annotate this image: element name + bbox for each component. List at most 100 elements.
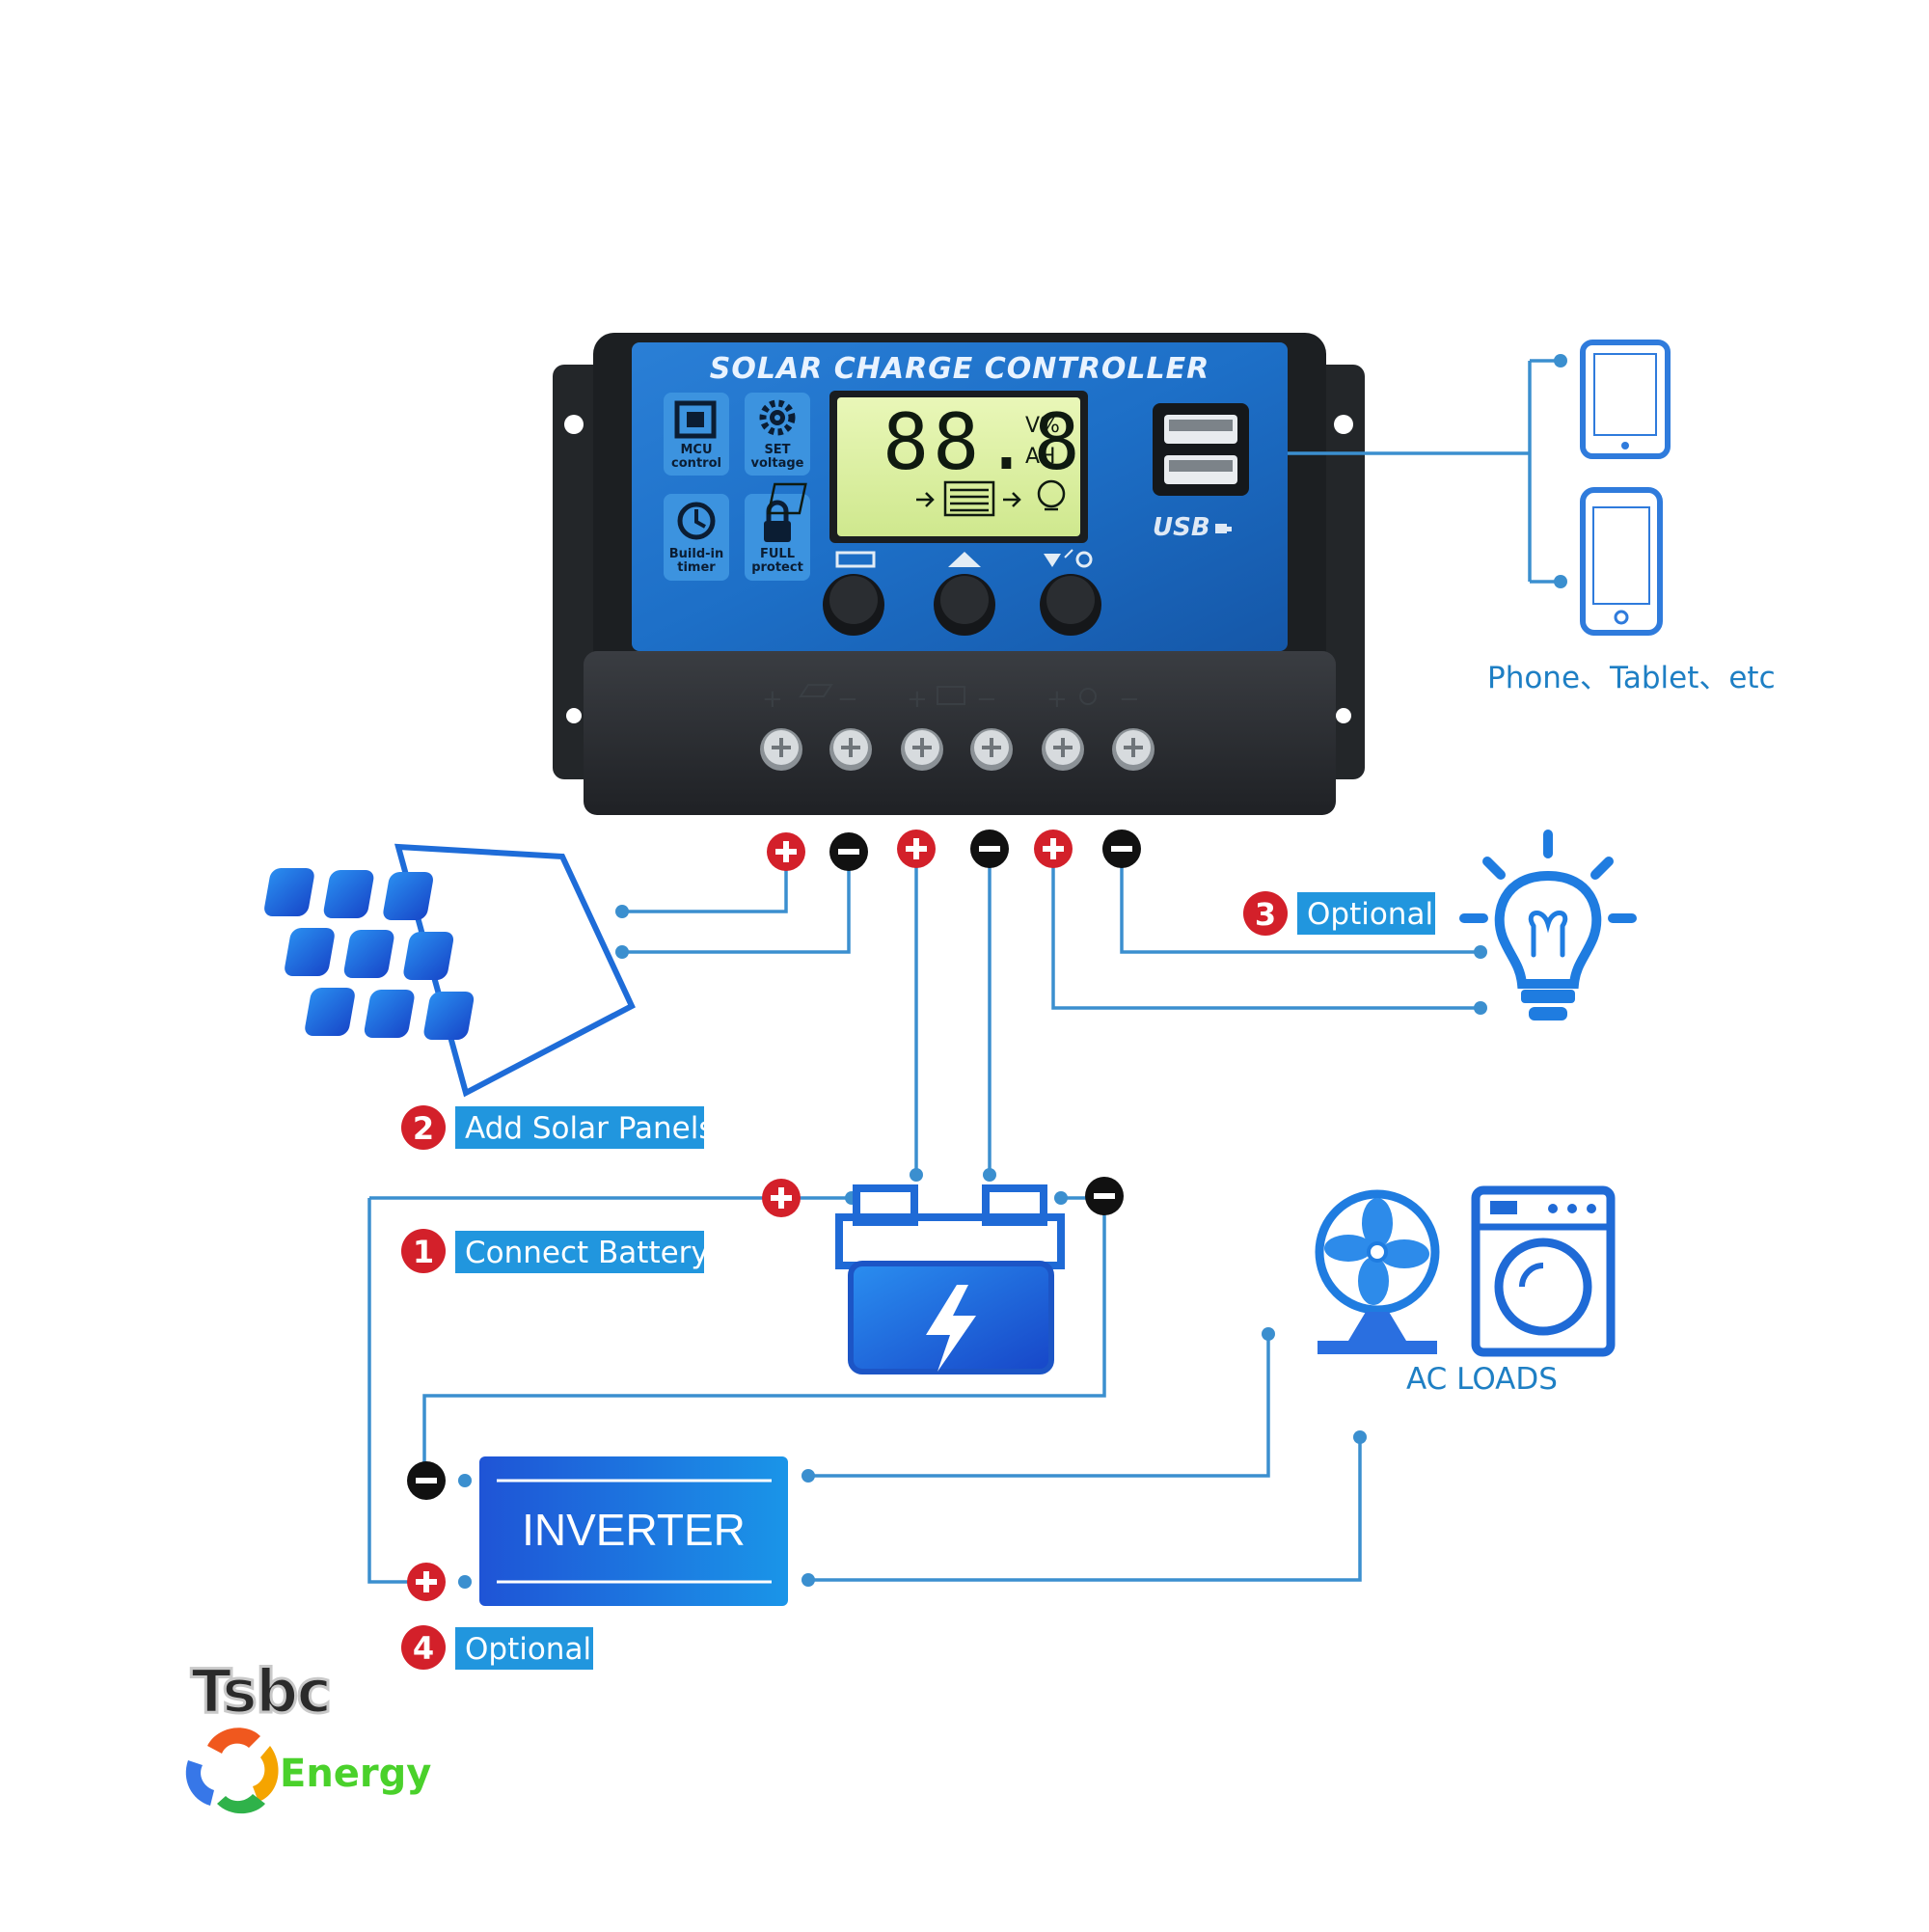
negative-terminal-icon [407, 1461, 446, 1500]
step-label: Optional [465, 1632, 591, 1667]
step-1-tag: 1 Connect Battery [401, 1229, 709, 1273]
mount-hole [1336, 708, 1351, 723]
negative-terminal-icon [1102, 830, 1141, 868]
feature-label: control [671, 456, 721, 471]
clock-icon [677, 502, 716, 540]
feature-label: protect [751, 560, 803, 575]
inverter-label: INVERTER [522, 1505, 746, 1555]
terminal-screw[interactable] [1112, 728, 1155, 771]
lcd-panel-icon [767, 482, 807, 515]
svg-text:−: − [976, 685, 997, 714]
feature-mcu-control: MCU control [664, 393, 729, 476]
feature-label: voltage [751, 456, 804, 471]
solar-charge-controller: SOLAR CHARGE CONTROLLER MCU control SET … [553, 333, 1365, 815]
negative-terminal-icon [1085, 1177, 1124, 1215]
solar-cell [323, 870, 374, 918]
step-2-tag: 2 Add Solar Panels [401, 1105, 715, 1150]
terminal-screw[interactable] [760, 728, 802, 771]
fan-icon [1315, 1189, 1440, 1354]
feature-label: MCU [680, 443, 712, 457]
polarity-markers [407, 830, 1141, 1601]
ac-loads-label: AC LOADS [1406, 1362, 1558, 1397]
solar-cell [264, 868, 314, 916]
mount-hole [564, 415, 584, 434]
step-number: 4 [413, 1630, 434, 1667]
solar-cell [364, 990, 415, 1038]
svg-text:+: + [762, 685, 783, 714]
svg-text:+: + [907, 685, 928, 714]
step-3-tag: 3 Optional [1243, 891, 1435, 936]
terminal-labels: + − + − + − [762, 684, 1140, 714]
step-label: Optional [1307, 897, 1433, 932]
wires [367, 354, 1567, 1589]
inverter: INVERTER [479, 1456, 788, 1606]
lcd-battery-icon [943, 480, 995, 517]
feature-label: Build-in [669, 547, 724, 561]
solar-cell [383, 872, 433, 920]
chip-icon [674, 400, 717, 439]
usb-plug-icon [1215, 524, 1232, 533]
bulb-small-icon [1079, 688, 1097, 705]
battery-small-icon [937, 686, 965, 705]
solar-cell [285, 928, 335, 976]
feature-set-voltage: SET voltage [745, 393, 810, 476]
panel-small-icon [799, 684, 833, 697]
feature-label: SET [764, 443, 790, 457]
positive-terminal-icon [1034, 830, 1073, 868]
solar-cell [423, 992, 475, 1040]
gear-icon [759, 399, 796, 436]
bulb-icon [1459, 830, 1637, 1020]
terminal-screw[interactable] [970, 728, 1013, 771]
lcd-flow-icons [767, 479, 1066, 517]
negative-terminal-icon [970, 830, 1009, 868]
lcd-unit-bottom: AH [1025, 445, 1056, 469]
positive-terminal-icon [407, 1563, 446, 1601]
mount-hole [1334, 415, 1353, 434]
menu-icon [835, 551, 876, 568]
terminal-screw[interactable] [901, 728, 943, 771]
solar-cell [305, 988, 355, 1036]
positive-terminal-icon [762, 1179, 801, 1217]
negative-terminal-icon [829, 832, 868, 871]
up-arrow-icon [948, 552, 981, 567]
step-number: 3 [1255, 896, 1276, 933]
controller-title: SOLAR CHARGE CONTROLLER [710, 352, 1210, 386]
bulb-small-icon [1075, 551, 1093, 568]
step-number: 2 [413, 1110, 434, 1147]
step-4-tag: 4 Optional [401, 1625, 593, 1670]
solar-panel-icon [264, 843, 636, 1098]
step-number: 1 [413, 1234, 434, 1270]
washing-machine-icon [1471, 1185, 1616, 1357]
logo-swirl-icon [185, 1728, 279, 1814]
feature-build-in-timer: Build-in timer [664, 494, 729, 581]
logo-energy: Energy [280, 1752, 431, 1796]
positive-terminal-icon [767, 832, 805, 871]
terminal-screw[interactable] [829, 728, 872, 771]
lcd-arrow-icon [916, 492, 935, 507]
brand-logo: Tsbc Energy [185, 1655, 431, 1814]
button-menu[interactable] [823, 551, 884, 636]
devices-caption: Phone、Tablet、etc [1487, 661, 1776, 695]
lcd-display: 88.8 V% AH [767, 391, 1088, 543]
feature-label: timer [677, 560, 716, 575]
tablet-icon [1580, 340, 1671, 459]
phone-icon [1580, 487, 1663, 636]
lcd-bulb-icon [1037, 479, 1066, 508]
lcd-unit-top: V% [1025, 414, 1060, 438]
button-down[interactable] [1040, 549, 1101, 636]
terminal-screw[interactable] [1042, 728, 1084, 771]
terminal-block [584, 651, 1336, 815]
step-label: Connect Battery [465, 1236, 709, 1270]
svg-text:−: − [1119, 685, 1140, 714]
feature-label: FULL [760, 547, 795, 561]
mount-hole [566, 708, 582, 723]
lightning-icon [926, 1285, 976, 1372]
battery-icon [835, 1184, 1065, 1374]
down-arrow-icon [1044, 554, 1061, 567]
svg-text:−: − [837, 685, 858, 714]
solar-cell [343, 930, 394, 978]
button-up[interactable] [934, 552, 995, 636]
solar-cell [403, 932, 454, 980]
svg-text:+: + [1046, 685, 1068, 714]
